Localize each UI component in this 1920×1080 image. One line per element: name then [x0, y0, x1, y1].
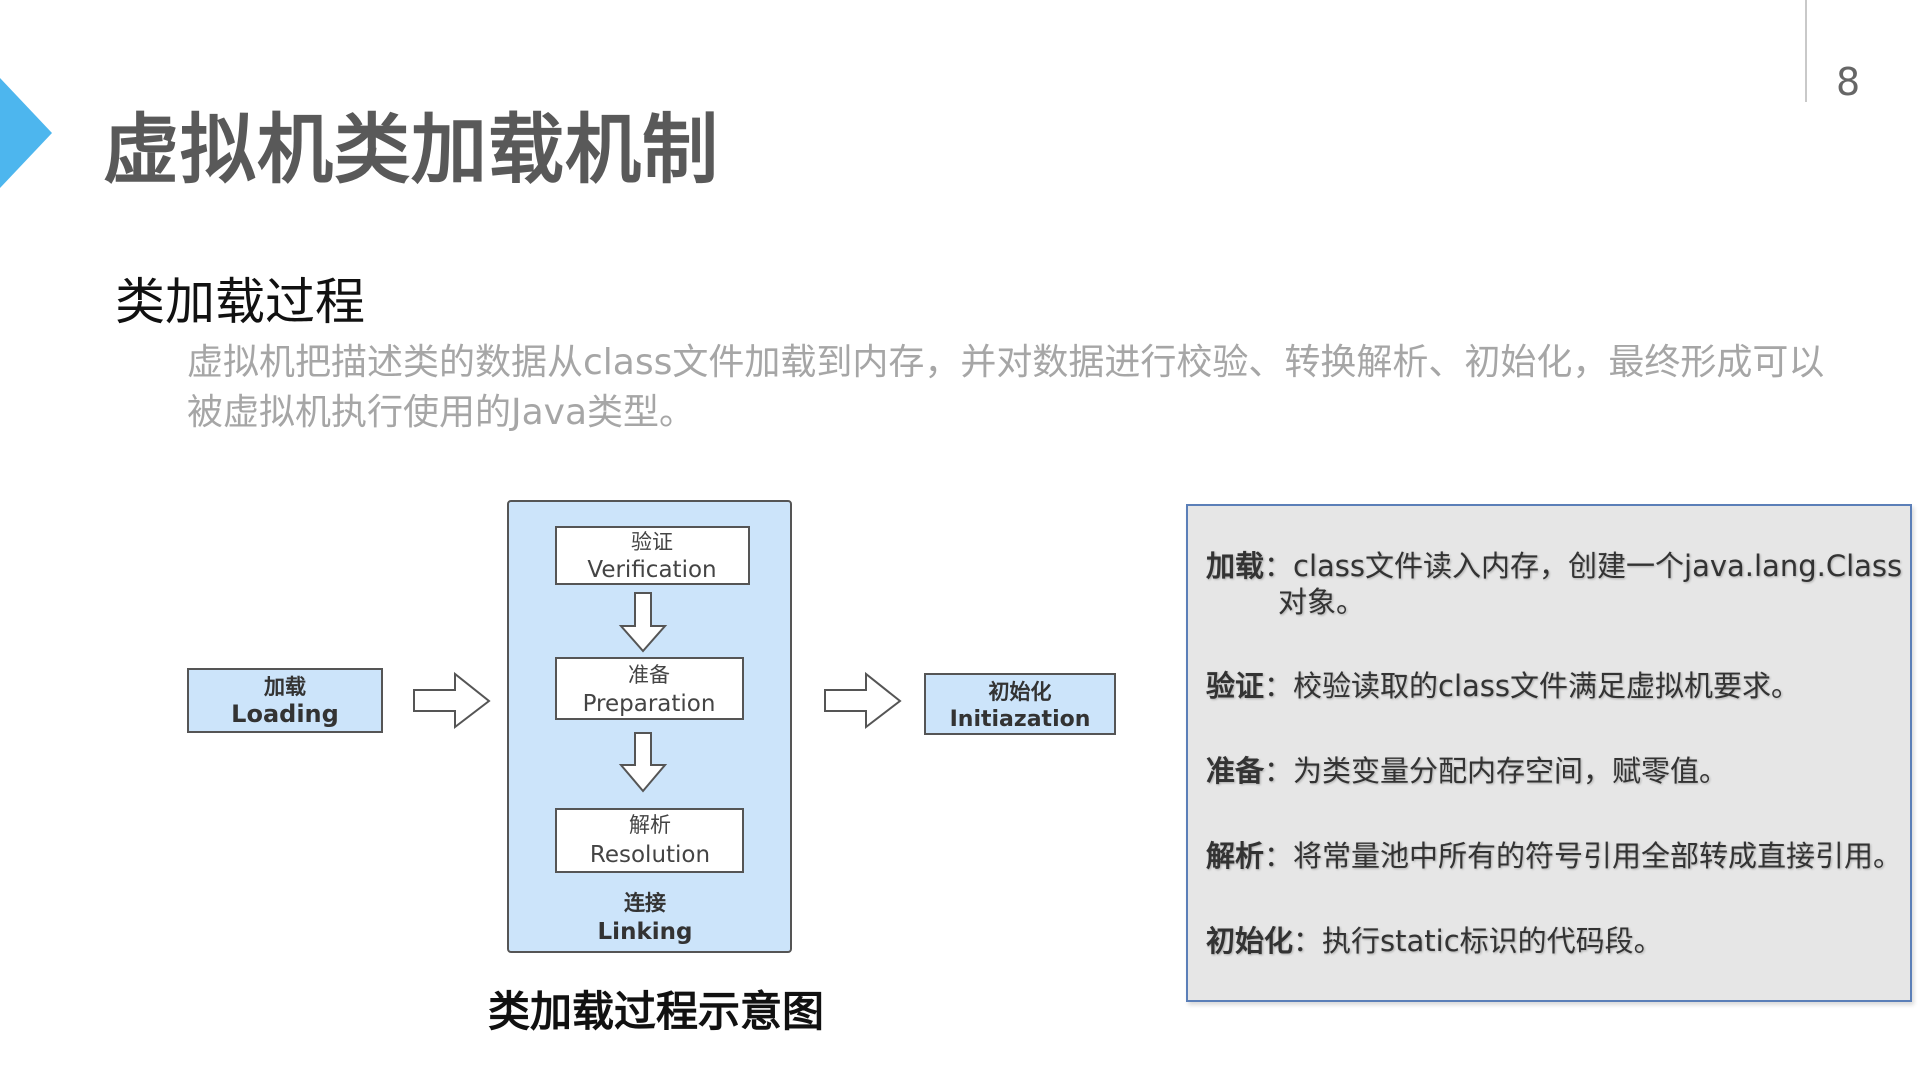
info-panel: 加载：class文件读入内存，创建一个java.lang.Class 对象。 验…	[1186, 504, 1912, 1002]
info-separator: ：	[1293, 924, 1323, 958]
linking-container	[507, 500, 792, 953]
info-text-continuation: 对象。	[1278, 585, 1366, 619]
info-text: 执行static标识的代码段。	[1322, 924, 1663, 958]
down-arrow-icon	[618, 592, 668, 653]
info-item-resolution: 解析：将常量池中所有的符号引用全部转成直接引用。	[1206, 838, 1906, 874]
preparation-label-en: Preparation	[583, 691, 716, 717]
right-arrow-icon	[824, 671, 902, 730]
resolution-box	[555, 808, 744, 873]
loading-label-cn: 加载	[263, 675, 306, 699]
info-separator: ：	[1264, 669, 1294, 703]
verification-label-cn: 验证	[631, 530, 673, 554]
initialization-box	[924, 673, 1116, 735]
loading-box	[187, 668, 383, 733]
initialization-label-cn: 初始化	[989, 680, 1052, 704]
linking-label-en: Linking	[598, 919, 693, 945]
page-number-divider	[1805, 0, 1807, 102]
info-item-preparation: 准备：为类变量分配内存空间，赋零值。	[1206, 753, 1906, 789]
info-term: 准备	[1206, 754, 1265, 788]
right-arrow-icon	[413, 671, 491, 730]
info-item-initialization: 初始化：执行static标识的代码段。	[1206, 923, 1906, 959]
preparation-label-cn: 准备	[628, 663, 670, 687]
linking-label-cn: 连接	[624, 891, 666, 915]
info-term: 验证	[1206, 669, 1265, 703]
chevron-right-icon	[0, 78, 52, 188]
resolution-label-cn: 解析	[629, 813, 671, 837]
info-separator: ：	[1264, 839, 1294, 873]
section-description: 虚拟机把描述类的数据从class文件加载到内存，并对数据进行校验、转换解析、初始…	[187, 342, 1825, 433]
verification-label-en: Verification	[587, 557, 716, 583]
preparation-box	[555, 657, 744, 720]
info-separator: ：	[1264, 549, 1294, 583]
info-separator: ：	[1264, 754, 1294, 788]
info-text: class文件读入内存，创建一个java.lang.Class	[1293, 549, 1903, 583]
verification-box	[555, 526, 750, 585]
down-arrow-icon	[618, 732, 668, 793]
page-title: 虚拟机类加载机制	[103, 105, 719, 194]
info-term: 加载	[1206, 549, 1265, 583]
info-item-verification: 验证：校验读取的class文件满足虚拟机要求。	[1206, 668, 1906, 704]
info-item-loading: 加载：class文件读入内存，创建一个java.lang.Class 对象。	[1206, 548, 1906, 620]
info-text: 为类变量分配内存空间，赋零值。	[1293, 754, 1729, 788]
info-text: 校验读取的class文件满足虚拟机要求。	[1293, 669, 1801, 703]
info-text: 将常量池中所有的符号引用全部转成直接引用。	[1293, 839, 1903, 873]
info-term: 初始化	[1206, 924, 1294, 958]
initialization-label-en: Initiazation	[950, 707, 1091, 732]
loading-label-en: Loading	[231, 700, 339, 728]
diagram-caption: 类加载过程示意图	[488, 987, 825, 1036]
resolution-label-en: Resolution	[590, 842, 710, 868]
info-term: 解析	[1206, 839, 1265, 873]
page-number: 8	[1836, 60, 1861, 104]
section-subtitle: 类加载过程	[115, 273, 365, 331]
